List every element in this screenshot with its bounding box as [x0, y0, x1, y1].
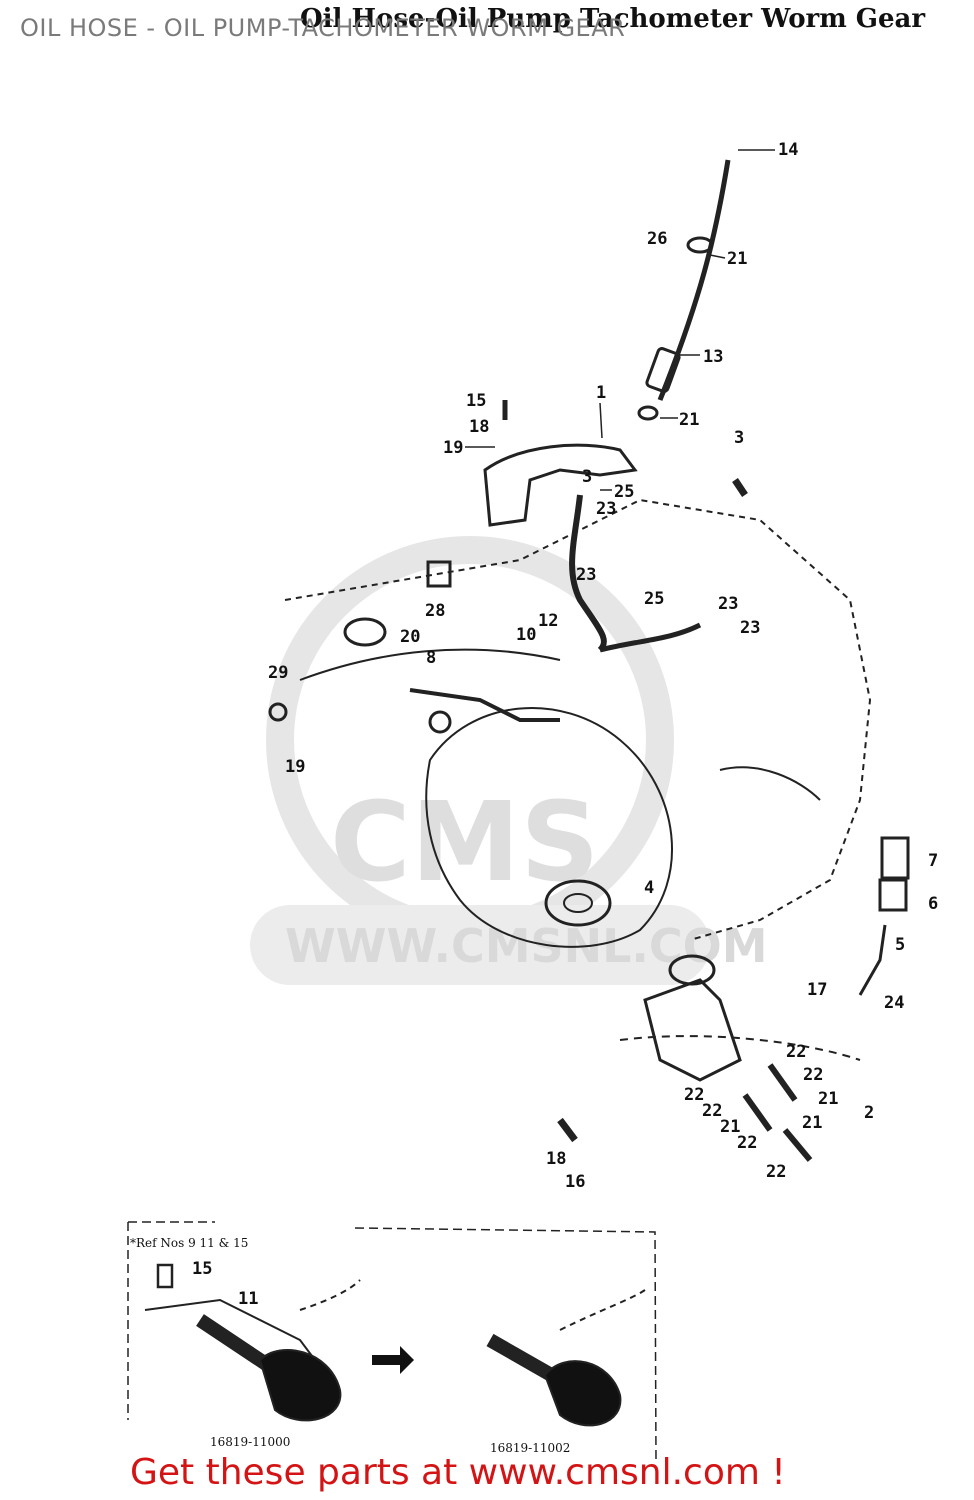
callout-25b: 25: [644, 589, 664, 609]
callout-14: 14: [778, 140, 798, 160]
callout-23d: 23: [740, 618, 760, 638]
callout-21b: 21: [679, 410, 699, 430]
callout-26: 26: [647, 229, 667, 249]
callout-18b: 18: [546, 1149, 566, 1169]
callout-21d: 21: [802, 1113, 822, 1133]
part-callouts: 14 26 21 13 21 15 18 19 1 3 3 25 23 23 2…: [268, 140, 938, 1192]
inset-ref-note: *Ref Nos 9 11 & 15: [130, 1236, 248, 1250]
callout-15: 15: [466, 391, 486, 411]
callout-2: 2: [864, 1103, 874, 1123]
callout-21: 21: [727, 249, 747, 269]
callout-23c: 23: [718, 594, 738, 614]
callout-13: 13: [703, 347, 723, 367]
engine-case-outline: [268, 159, 910, 1162]
callout-22: 22: [786, 1042, 806, 1062]
callout-12: 12: [538, 611, 558, 631]
callout-24: 24: [884, 993, 904, 1013]
callout-23b: 23: [576, 565, 596, 585]
callout-18: 18: [469, 417, 489, 437]
inset-detail: *Ref Nos 9 11 & 15 15 11 16819-11000 168…: [127, 1221, 657, 1461]
watermark-url: WWW.CMSNL.COM: [285, 919, 768, 973]
callout-22c: 22: [684, 1085, 704, 1105]
callout-17: 17: [807, 980, 827, 1000]
page-title: OIL HOSE - OIL PUMP-TACHOMETER WORM GEAR: [20, 14, 626, 42]
callout-20: 20: [400, 627, 420, 647]
callout-19: 19: [443, 438, 463, 458]
callout-28: 28: [425, 601, 445, 621]
callout-22f: 22: [766, 1162, 786, 1182]
callout-21e: 21: [720, 1117, 740, 1137]
callout-8: 8: [426, 648, 436, 668]
cta-link[interactable]: Get these parts at www.cmsnl.com !: [130, 1452, 786, 1493]
callout-21c: 21: [818, 1089, 838, 1109]
watermark-logo: CMS WWW.CMSNL.COM: [250, 536, 768, 985]
callout-10: 10: [516, 625, 536, 645]
callout-29: 29: [268, 663, 288, 683]
inset-label-11: 11: [238, 1289, 258, 1309]
inset-label-15: 15: [192, 1259, 212, 1279]
callout-23: 23: [596, 499, 616, 519]
inset-code-right: 16819-11002: [490, 1441, 570, 1455]
callout-5: 5: [895, 935, 905, 955]
callout-7: 7: [928, 851, 938, 871]
callout-25: 25: [614, 482, 634, 502]
inset-code-left: 16819-11000: [210, 1435, 290, 1449]
callout-19b: 19: [285, 757, 305, 777]
leader-lines: [465, 149, 775, 491]
callout-22b: 22: [803, 1065, 823, 1085]
watermark-logo-text: CMS: [330, 778, 599, 906]
callout-22e: 22: [737, 1133, 757, 1153]
arrow-right-icon: [372, 1346, 414, 1374]
callout-22d: 22: [702, 1101, 722, 1121]
callout-16: 16: [565, 1172, 585, 1192]
callout-4: 4: [644, 878, 654, 898]
callout-6: 6: [928, 894, 938, 914]
callout-3b: 3: [582, 467, 592, 487]
diagram-title: Oil Hose-Oil Pump Tachometer Worm Gear: [300, 4, 926, 34]
callout-3: 3: [734, 428, 744, 448]
callout-1: 1: [596, 383, 606, 403]
